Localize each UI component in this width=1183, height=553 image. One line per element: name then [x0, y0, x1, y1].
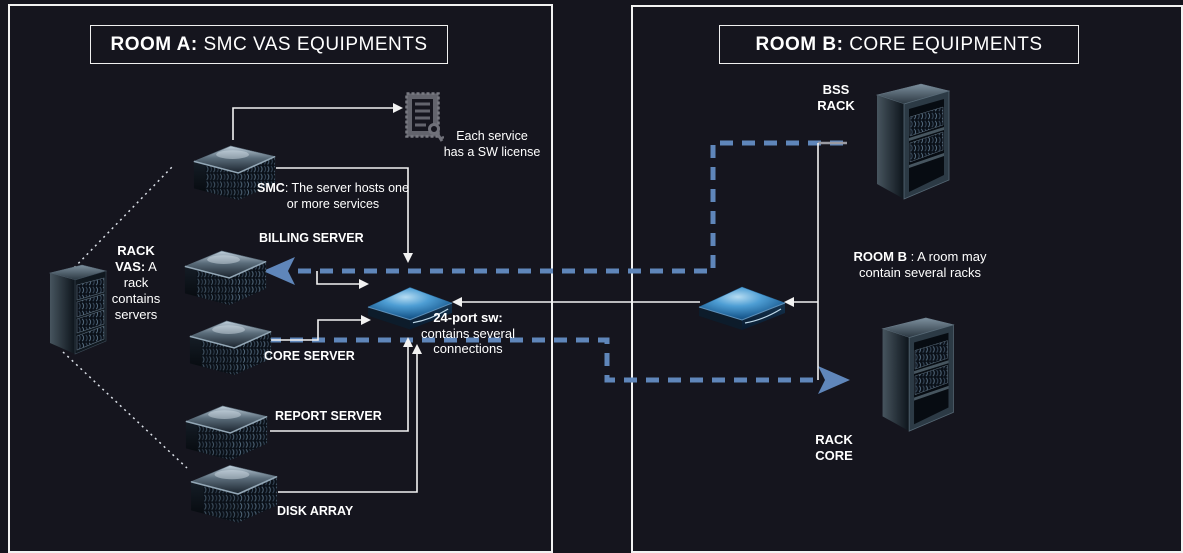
disk-array-label: DISK ARRAY [277, 504, 354, 518]
rack-vas-note: RACK VAS: A rack contains servers [103, 243, 169, 323]
smc-note-bold: SMC [257, 181, 285, 195]
room-b-box [631, 5, 1183, 553]
room-b-note-bold: ROOM B [853, 249, 907, 264]
room-a-title-rest: SMC VAS EQUIPMENTS [197, 33, 428, 55]
room-b-note: ROOM B : A room may contain several rack… [845, 249, 995, 281]
rack-vas-image [46, 262, 110, 362]
report-server-image [184, 402, 269, 467]
switch-a-image [366, 282, 454, 337]
core-server-image [188, 317, 273, 382]
switch-a-note-bold: 24-port sw: [433, 310, 503, 325]
bss-rack-label-line2: RACK [817, 98, 855, 113]
room-a-box [8, 4, 553, 553]
rack-core-label-line2: CORE [815, 448, 853, 463]
smc-note: SMC: The server hosts one or more servic… [254, 181, 412, 212]
disk-array-image [189, 461, 279, 530]
bss-rack-image [871, 79, 953, 212]
license-note-line2: has a SW license [443, 144, 541, 159]
room-b-title-bold: ROOM B: [755, 33, 844, 55]
license-note-line1: Each service [456, 129, 528, 143]
core-server-label: CORE SERVER [264, 349, 355, 363]
switch-a-note: 24-port sw: contains several connections [418, 310, 518, 357]
rack-core-image [876, 314, 958, 443]
room-b-title: ROOM B: CORE EQUIPMENTS [719, 25, 1079, 64]
billing-server-image [183, 247, 268, 312]
room-b-note-rest: : A room may contain several racks [858, 249, 987, 280]
room-a-title-bold: ROOM A: [110, 33, 198, 55]
room-a-title: ROOM A: SMC VAS EQUIPMENTS [90, 25, 448, 64]
billing-server-label: BILLING SERVER [259, 231, 364, 245]
smc-note-rest: : The server hosts one or more services [284, 181, 409, 211]
rack-core-label-line1: RACK [815, 432, 853, 447]
sw-license-icon [404, 91, 445, 148]
switch-a-note-line3: connections [433, 341, 503, 356]
smc-server-image [192, 142, 277, 207]
room-b-title-rest: CORE EQUIPMENTS [843, 33, 1043, 55]
bss-rack-label-line1: BSS [822, 82, 850, 97]
license-note: Each service has a SW license [440, 129, 544, 160]
switch-b-image [697, 282, 787, 337]
switch-a-note-line2: contains several [421, 325, 515, 341]
report-server-label: REPORT SERVER [275, 409, 382, 423]
rack-core-label: RACK CORE [800, 432, 868, 464]
bss-rack-label: BSS RACK [806, 82, 866, 114]
